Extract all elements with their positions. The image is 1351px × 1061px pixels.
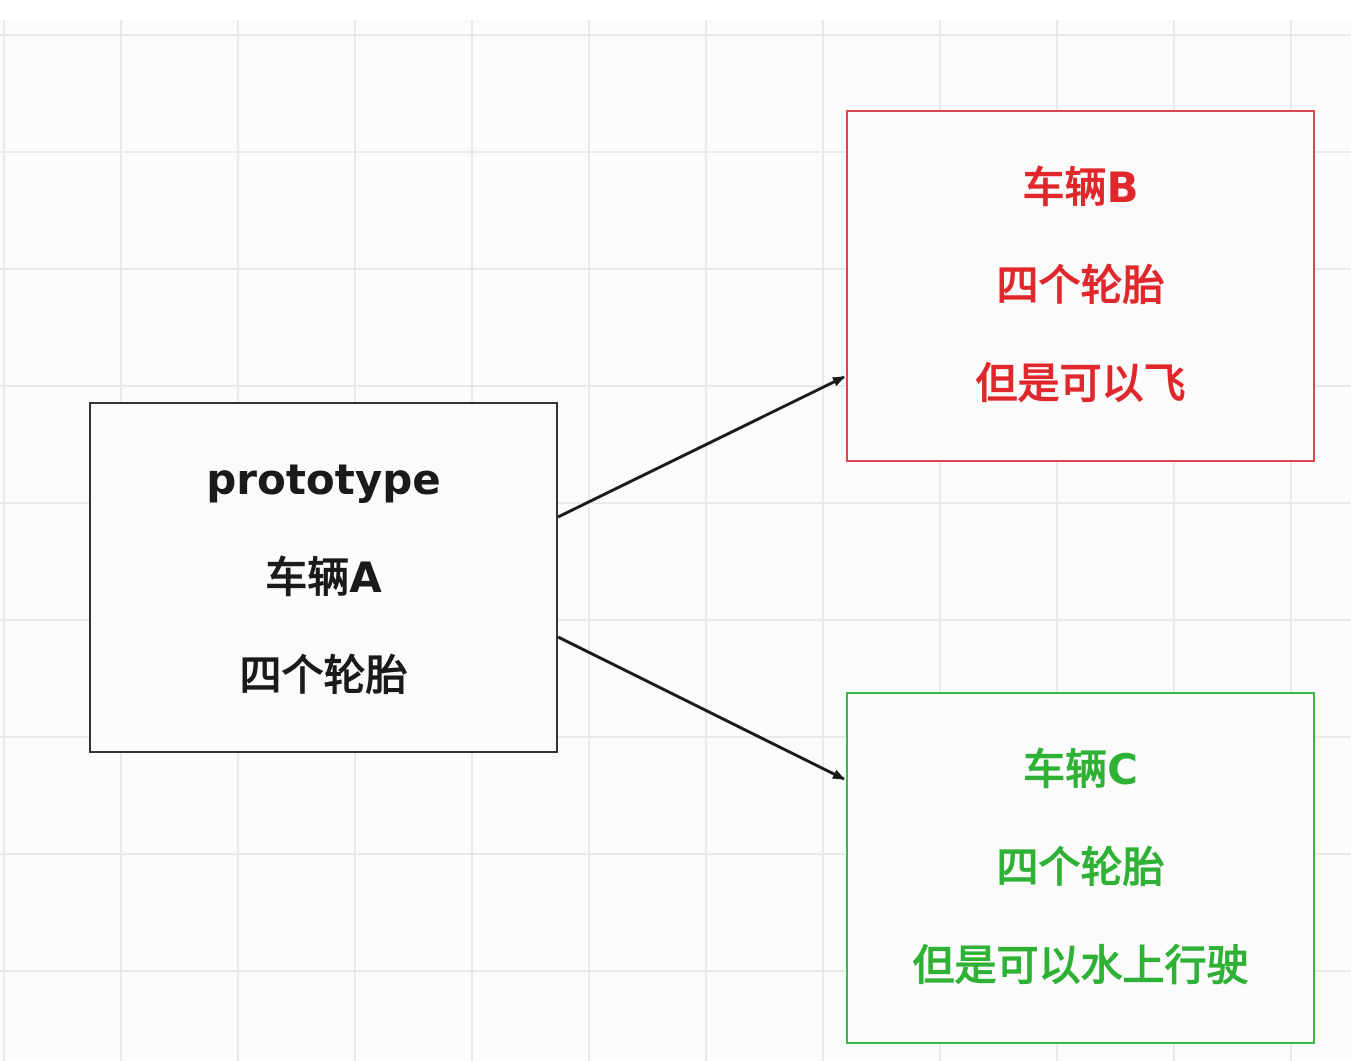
node-c-line-3: 但是可以水上行驶: [912, 941, 1249, 990]
node-vehicle-b[interactable]: 车辆B 四个轮胎 但是可以飞: [846, 110, 1315, 462]
arrow-a-to-b: [557, 375, 845, 519]
node-a-line-2: 车辆A: [265, 552, 382, 602]
node-a-line-1: prototype: [206, 454, 441, 504]
node-b-line-1: 车辆B: [1022, 163, 1139, 212]
node-b-line-2: 四个轮胎: [996, 261, 1165, 310]
top-bar: [0, 0, 1351, 20]
node-vehicle-c[interactable]: 车辆C 四个轮胎 但是可以水上行驶: [846, 692, 1315, 1044]
arrow-a-to-c: [557, 635, 845, 781]
node-vehicle-a[interactable]: prototype 车辆A 四个轮胎: [89, 402, 558, 753]
node-c-line-2: 四个轮胎: [996, 843, 1165, 892]
node-c-line-1: 车辆C: [1023, 745, 1138, 794]
node-b-line-3: 但是可以飞: [975, 359, 1186, 408]
node-a-line-3: 四个轮胎: [239, 650, 408, 700]
